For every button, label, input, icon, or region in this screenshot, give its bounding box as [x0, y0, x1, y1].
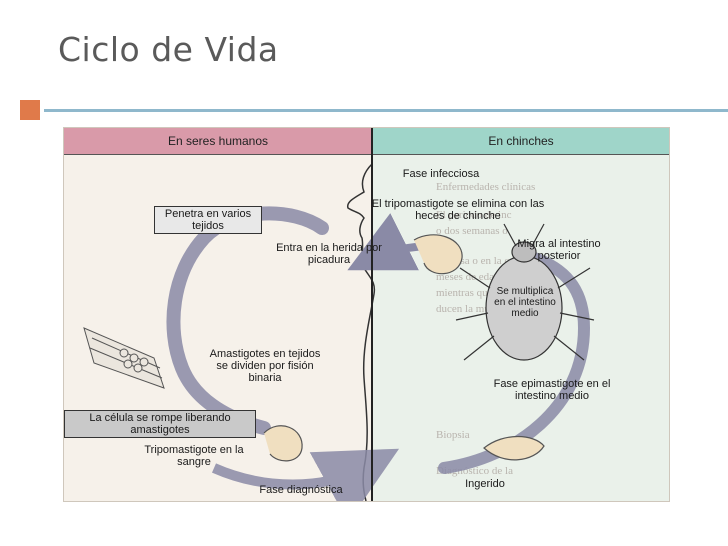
- label-tripo-elimina: El tripomastigote se elimina con las hec…: [371, 198, 545, 222]
- background-text: o dos semanas o: [436, 225, 508, 237]
- title-accent-square: [20, 100, 40, 120]
- header-humans: En seres humanos: [64, 128, 372, 155]
- epimastigote-ingested: [483, 436, 545, 461]
- cycle-artwork: [83, 163, 595, 501]
- header-bugs: En chinches: [373, 128, 669, 155]
- cycle-arrow-bottom: [211, 448, 400, 501]
- label-celula-rompe: La célula se rompe liberando amastigotes: [64, 410, 256, 438]
- background-text: Biopsia: [436, 429, 470, 441]
- muscle-tissue: [83, 327, 165, 389]
- label-penetra: Penetra en varios tejidos: [154, 206, 262, 234]
- label-fase-epimastigote: Fase epimastigote en el intestino medio: [493, 378, 611, 402]
- label-se-multiplica: Se multiplica en el intestino medio: [494, 286, 556, 319]
- label-amastigotes: Amastigotes en tejidos se dividen por fi…: [209, 348, 321, 384]
- label-entra-herida: Entra en la herida por picadura: [276, 242, 382, 266]
- label-tripo-sangre: Tripomastigote en la sangre: [144, 444, 244, 468]
- humans-panel: [64, 128, 372, 501]
- label-fase-diagnostica: Fase diagnóstica: [259, 484, 343, 496]
- life-cycle-diagram: Enfermedades clínicas El periodo de inc …: [63, 127, 670, 502]
- kissing-bug: [455, 223, 595, 361]
- label-fase-infecciosa: Fase infecciosa: [402, 168, 480, 180]
- cycle-arrow-left: [166, 206, 329, 435]
- background-text: Enfermedades clínicas: [436, 181, 536, 193]
- label-migra: Migra al intestino posterior: [517, 238, 601, 262]
- background-text: El periodo de inc: [436, 209, 512, 221]
- trypomastigote-blood: [263, 425, 303, 462]
- label-ingerido: Ingerido: [465, 478, 505, 490]
- title-rule: [44, 109, 728, 112]
- slide-title: Ciclo de Vida: [58, 30, 279, 69]
- trypomastigote-feces: [413, 234, 463, 275]
- panel-divider: [371, 128, 373, 501]
